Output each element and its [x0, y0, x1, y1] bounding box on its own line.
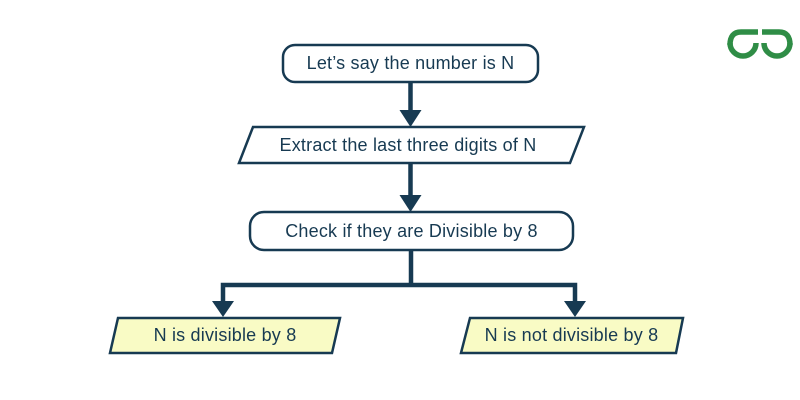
arrowhead-icon — [212, 301, 234, 317]
arrowhead-icon — [564, 301, 586, 317]
arrowhead-icon — [399, 195, 422, 212]
arrow-start-to-extract — [399, 82, 422, 127]
extract-node-label: Extract the last three digits of N — [279, 134, 537, 155]
arrow-extract-to-check — [399, 163, 422, 212]
extract-node-shape — [237, 125, 586, 165]
check-node-label: Check if they are Divisible by 8 — [285, 220, 538, 241]
arrowhead-icon — [399, 110, 422, 127]
result-divisible-label: N is divisible by 8 — [153, 325, 297, 345]
result-not-divisible-node-shape — [459, 316, 685, 355]
start-node-label: Let’s say the number is N — [306, 53, 515, 73]
geeksforgeeks-logo-icon — [727, 29, 793, 59]
result-not-divisible-label: N is not divisible by 8 — [484, 325, 659, 345]
branch-connector — [212, 250, 586, 317]
result-divisible-node-shape — [108, 316, 342, 355]
